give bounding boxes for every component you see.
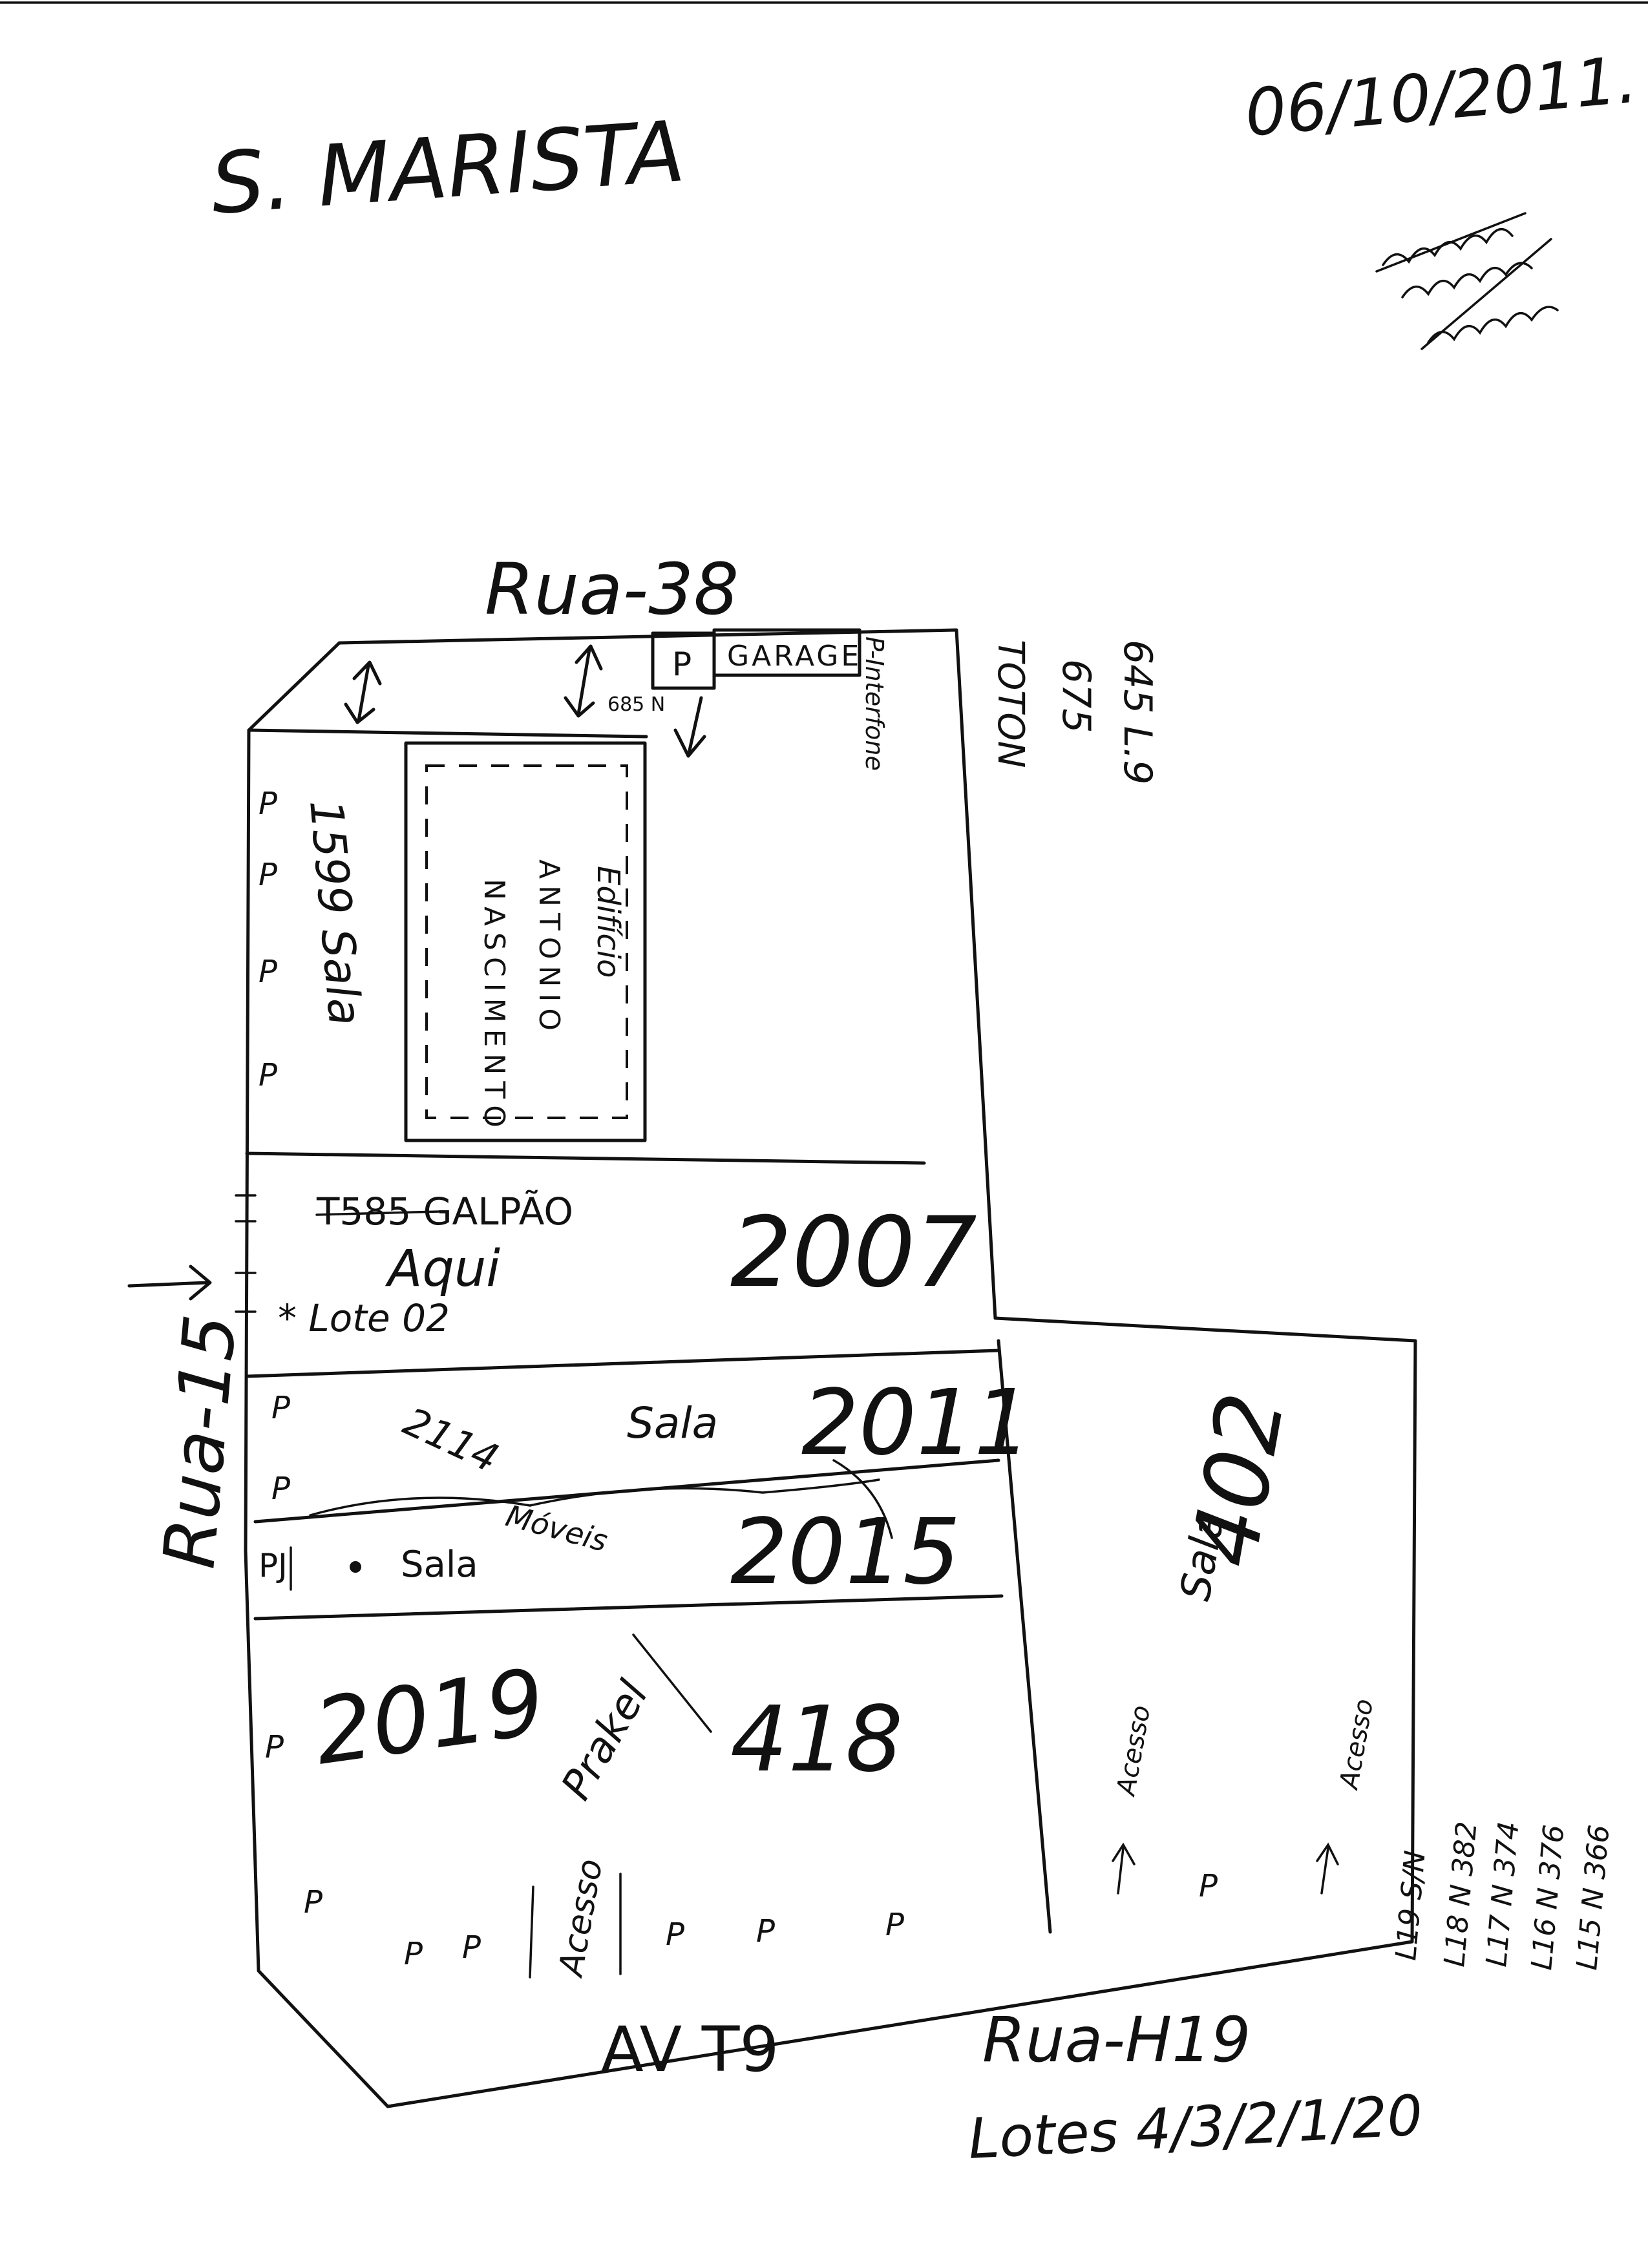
lot-list-item: L15 N 366 [1570,1823,1616,1971]
place-title: S. MARISTA [208,102,688,233]
parking-mark: P [259,857,277,893]
scribble-2114-label: 2114 [397,1399,505,1482]
sala-1599-label: 1599 Sala [299,797,372,1027]
arrow-up-icon [1112,1842,1136,1895]
pj-label: PJ [259,1547,288,1584]
building-outline [404,741,647,1142]
prakel-label: Prakel [553,1673,658,1808]
lote-02-label: * Lote 02 [278,1296,450,1340]
number-2011-label: 2011 [801,1370,1031,1476]
lot-list-item: L17 N 374 [1480,1820,1525,1968]
number-2015-label: 2015 [730,1500,960,1605]
number-418-label: 418 [730,1687,903,1792]
scribble-line [309,1478,880,1517]
acesso-line-1 [529,1885,534,1979]
signature-scribble-icon [1375,212,1559,350]
acesso-bottom-label: Acesso [551,1856,610,1980]
parking-mark: P [756,1913,775,1949]
interfone-label: P-Interfone [860,636,889,771]
building-line-1: Edifício [590,866,626,978]
lot-list-item: L19 S/N [1389,1849,1432,1962]
lot-outline [244,628,1417,2108]
parking-mark: P [259,1057,277,1093]
parking-mark: P [666,1916,684,1953]
building-line-3: NASCIMENTO [478,879,511,1134]
double-arrow-icon [344,660,382,724]
building-line-2: ANTONIO [533,859,565,1037]
bullet-icon [350,1561,361,1573]
garage-label: GARAGE [727,640,861,673]
moveis-label: Móveis [502,1498,611,1559]
parking-mark: P [404,1936,423,1972]
parking-marks: P P P P P P P P P P P P P P [259,786,1218,1972]
garage-box [712,628,861,677]
sala-2015-label: Sala [401,1544,478,1586]
street-top-label: Rua-38 [485,548,739,631]
street-bottom-right-label: Rua-H19 [982,2004,1251,2076]
parking-mark: P [259,786,277,822]
aqui-label: Aqui [385,1240,500,1298]
parking-mark: P [1199,1868,1218,1904]
strike-line [315,1210,441,1216]
toton-label: TOTON [989,640,1031,768]
acesso-right-label-2: Acesso [1334,1697,1379,1793]
parking-mark: P [462,1929,481,1966]
double-arrow-icon-2 [564,644,603,718]
street-left-label: Rua-15 [147,1311,252,1571]
parking-mark: P [259,954,277,990]
galpao-label: T585 GALPÃO [316,1189,573,1234]
number-645-label: 645 L.9 [1115,640,1160,784]
arrow-right-icon [127,1265,212,1301]
entrance-ticks [235,1194,257,1313]
parking-mark: P [885,1907,904,1943]
prakel-line [632,1633,712,1733]
arrow-down-icon [673,696,706,758]
parking-mark: P [271,1390,290,1426]
date-text: 06/10/2011. [1242,41,1640,151]
p-box-label: P [672,646,692,683]
number-402-label: 402 [1172,1385,1305,1573]
parking-mark: P [265,1729,284,1765]
number-2007-label: 2007 [730,1197,977,1309]
parking-mark: P [304,1884,322,1920]
acesso-right-label-1: Acesso [1111,1703,1156,1800]
number-2019-label: 2019 [308,1650,551,1786]
number-675-label: 675 [1053,659,1099,733]
parking-mark: P [271,1471,290,1507]
lotes-label: Lotes 4/3/2/1/20 [967,2083,1424,2172]
arrow-up-icon-2 [1316,1842,1339,1895]
sala-2011-label: Sala [627,1398,718,1448]
street-bottom-main-label: AV T9 [601,2013,779,2086]
lot-list: L19 S/N L18 N 382 L17 N 374 L16 N 376 L1… [1389,1820,1616,1971]
number-685-label: 685 N [607,693,665,716]
lot-list-item: L16 N 376 [1525,1823,1570,1971]
lot-list-item: L18 N 382 [1438,1820,1483,1968]
